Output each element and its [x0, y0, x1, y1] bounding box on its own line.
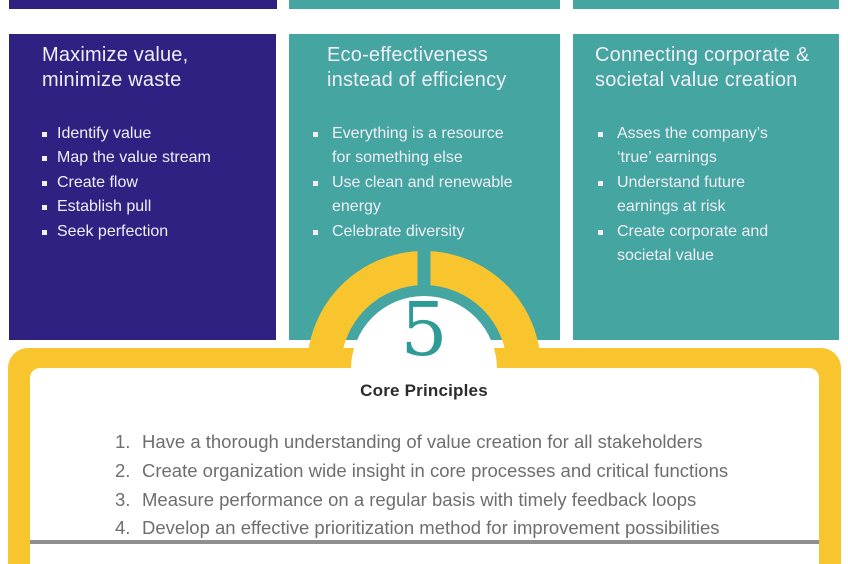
principle-text: Have a thorough understanding of value c…: [142, 431, 703, 452]
principle-row: 3. Measure performance on a regular basi…: [115, 486, 815, 515]
bullet-text: Understand future: [617, 173, 746, 191]
bullet-square-icon: [598, 180, 603, 186]
principle-number: 2.: [115, 459, 131, 481]
bullet-text: Celebrate diversity: [332, 222, 465, 240]
principle-number: 1.: [115, 431, 131, 452]
principles-count: 5: [400, 287, 448, 373]
principles-label: Core Principles: [360, 381, 488, 400]
list-item: Celebrate diversity: [313, 220, 560, 244]
top-strip-purple: [9, 0, 277, 9]
bullet-text: Seek perfection: [57, 222, 169, 240]
bullet-square-icon: [598, 132, 603, 137]
card-title-line: Eco-effectiveness: [327, 44, 488, 66]
bullet-square-icon: [313, 180, 318, 186]
bullet-square-icon: [598, 229, 603, 235]
list-item: Understand future earnings at risk: [598, 171, 839, 220]
principles-panel-inner: [30, 368, 819, 564]
bullet-text: societal value: [617, 247, 714, 265]
card-title-line: Connecting corporate &: [595, 44, 810, 66]
principle-number: 3.: [115, 488, 131, 510]
list-item: Map the value stream: [42, 146, 276, 170]
principle-row: 4. Develop an effective prioritization m…: [115, 514, 815, 543]
bullet-text: Establish pull: [57, 198, 152, 216]
card-title-line: societal value creation: [595, 69, 798, 91]
list-item: Everything is a resource for something e…: [313, 122, 560, 171]
card-title-line: Maximize value,: [42, 44, 189, 66]
bullet-text: Create corporate and: [617, 222, 769, 240]
principle-text: Measure performance on a regular basis w…: [142, 488, 697, 510]
bullet-square-icon: [42, 229, 47, 235]
bottom-crop-band: [30, 540, 819, 544]
list-item: Identify value: [42, 122, 276, 146]
top-strip-teal-right: [573, 0, 839, 9]
bullet-square-icon: [42, 132, 47, 137]
list-item: Seek perfection: [42, 220, 276, 244]
card-title-line: instead of efficiency: [327, 69, 507, 91]
card-title: Eco-effectiveness instead of efficiency: [289, 43, 560, 93]
bullet-text: Identify value: [57, 125, 152, 142]
principles-list: 1. Have a thorough understanding of valu…: [115, 428, 815, 543]
principle-row: 1. Have a thorough understanding of valu…: [115, 428, 815, 457]
card-title-line: minimize waste: [42, 69, 182, 91]
list-item: Create corporate and societal value: [598, 220, 839, 269]
bullet-text: for something else: [332, 149, 463, 167]
list-item: Asses the company’s ‘true’ earnings: [598, 122, 839, 171]
top-strip-teal-middle: [289, 0, 560, 9]
card-title: Connecting corporate & societal value cr…: [573, 43, 839, 93]
card-bullet-list: Everything is a resource for something e…: [289, 122, 560, 244]
bullet-text: energy: [332, 198, 381, 216]
card-title: Maximize value, minimize waste: [9, 43, 276, 93]
card-bullet-list: Identify value Map the value stream Crea…: [9, 122, 276, 244]
list-item: Establish pull: [42, 195, 276, 219]
bullet-text: Asses the company’s: [617, 125, 768, 142]
bullet-square-icon: [313, 132, 318, 137]
card-corporate-societal: Connecting corporate & societal value cr…: [573, 34, 839, 340]
bullet-square-icon: [42, 156, 47, 162]
bullet-square-icon: [42, 205, 47, 211]
bullet-text: Use clean and renewable: [332, 173, 513, 191]
bullet-text: Map the value stream: [57, 149, 211, 167]
bullet-text: earnings at risk: [617, 198, 726, 216]
list-item: Create flow: [42, 171, 276, 195]
bullet-text: ‘true’ earnings: [617, 149, 717, 167]
bullet-text: Everything is a resource: [332, 125, 504, 142]
bullet-square-icon: [42, 180, 47, 186]
principle-text: Develop an effective prioritization meth…: [142, 517, 720, 539]
principle-row: 2. Create organization wide insight in c…: [115, 457, 815, 486]
bullet-square-icon: [313, 229, 318, 235]
card-bullet-list: Asses the company’s ‘true’ earnings Unde…: [573, 122, 839, 268]
card-maximize-value: Maximize value, minimize waste Identify …: [9, 34, 276, 340]
list-item: Use clean and renewable energy: [313, 171, 560, 220]
principle-number: 4.: [115, 517, 131, 539]
bullet-text: Create flow: [57, 173, 138, 191]
principle-text: Create organization wide insight in core…: [142, 459, 729, 481]
